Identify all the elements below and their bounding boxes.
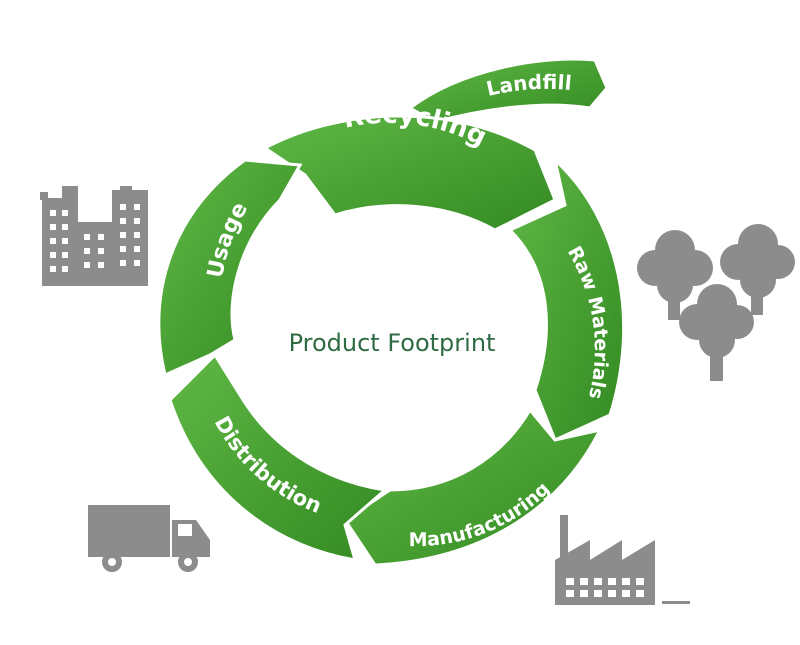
distribution-segment — [168, 352, 389, 562]
raw-materials-segment — [507, 155, 626, 443]
recycling-segment — [262, 114, 557, 232]
center-label: Product Footprint — [289, 329, 496, 357]
lifecycle-ring — [157, 57, 626, 567]
trees-icon — [637, 224, 795, 381]
factory-icon — [555, 515, 690, 605]
buildings-icon — [40, 186, 148, 286]
manufacturing-segment — [342, 407, 603, 567]
usage-segment — [157, 158, 303, 378]
truck-icon — [88, 505, 210, 572]
landfill-segment — [407, 57, 609, 124]
